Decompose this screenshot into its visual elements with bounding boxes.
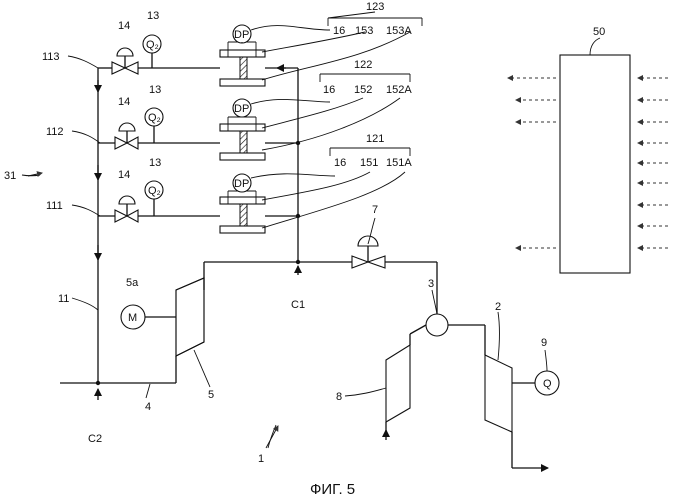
label-leaders bbox=[22, 56, 547, 448]
label-122: 122 bbox=[354, 59, 372, 71]
label-q2-bottom: Q₂ bbox=[148, 185, 161, 197]
label-14-mid: 14 bbox=[118, 96, 130, 108]
label-151: 151 bbox=[360, 157, 378, 169]
label-16-bottom: 16 bbox=[334, 157, 346, 169]
label-111: 111 bbox=[46, 200, 63, 212]
label-3: 3 bbox=[428, 278, 434, 290]
label-151a: 151A bbox=[386, 157, 412, 169]
turbine-2 bbox=[448, 325, 548, 468]
label-1: 1 bbox=[258, 453, 264, 465]
label-123: 123 bbox=[366, 1, 384, 13]
label-4: 4 bbox=[145, 401, 151, 413]
label-8: 8 bbox=[336, 391, 342, 403]
label-50: 50 bbox=[593, 26, 605, 38]
label-q2-top: Q₂ bbox=[146, 39, 159, 51]
meter-9 bbox=[512, 371, 559, 395]
leader-lines bbox=[251, 12, 422, 228]
control-block-50 bbox=[560, 38, 630, 273]
return-line bbox=[277, 68, 300, 264]
line-4 bbox=[60, 356, 176, 400]
combustor-3 bbox=[426, 314, 448, 336]
line-11 bbox=[98, 68, 110, 383]
symbol-flow-meter: Q bbox=[543, 378, 552, 390]
label-7: 7 bbox=[372, 204, 378, 216]
compressor-outlet bbox=[204, 262, 437, 314]
label-121: 121 bbox=[366, 133, 384, 145]
label-c2: C2 bbox=[88, 433, 102, 445]
label-14-top: 14 bbox=[118, 20, 130, 32]
label-112: 112 bbox=[46, 126, 64, 138]
label-14-bottom: 14 bbox=[118, 169, 130, 181]
label-11: 11 bbox=[58, 293, 69, 305]
label-113: 113 bbox=[42, 51, 60, 63]
label-152: 152 bbox=[354, 84, 372, 96]
label-152a: 152A bbox=[386, 84, 412, 96]
label-q2-mid: Q₂ bbox=[148, 112, 161, 124]
label-dp-top: DP bbox=[234, 29, 249, 41]
valve-14-mid bbox=[115, 123, 138, 149]
input-arrows-50 bbox=[638, 78, 668, 248]
label-13-top: 13 bbox=[147, 10, 159, 22]
labels: 14 13 Q₂ DP 14 13 Q₂ DP 14 13 Q₂ DP 123 … bbox=[4, 1, 605, 498]
label-16-top: 16 bbox=[333, 25, 345, 37]
compressor-5 bbox=[176, 278, 204, 356]
label-31: 31 bbox=[4, 170, 16, 182]
label-9: 9 bbox=[541, 337, 547, 349]
label-13-mid: 13 bbox=[149, 84, 161, 96]
valve-14-top bbox=[112, 48, 138, 74]
label-5a: 5a bbox=[126, 277, 139, 289]
label-dp-bottom: DP bbox=[234, 178, 249, 190]
label-dp-mid: DP bbox=[234, 103, 249, 115]
valve-14-bottom bbox=[115, 196, 138, 222]
label-153a: 153A bbox=[386, 25, 412, 37]
label-c1: C1 bbox=[291, 299, 305, 311]
output-arrows-50 bbox=[508, 78, 556, 248]
figure-caption: ФИГ. 5 bbox=[310, 481, 355, 498]
label-13-bottom: 13 bbox=[149, 157, 161, 169]
label-5: 5 bbox=[208, 389, 214, 401]
compressor-8 bbox=[386, 325, 426, 440]
label-16-mid: 16 bbox=[323, 84, 335, 96]
label-153: 153 bbox=[355, 25, 373, 37]
symbol-motor: M bbox=[128, 312, 137, 324]
label-2: 2 bbox=[495, 301, 501, 313]
